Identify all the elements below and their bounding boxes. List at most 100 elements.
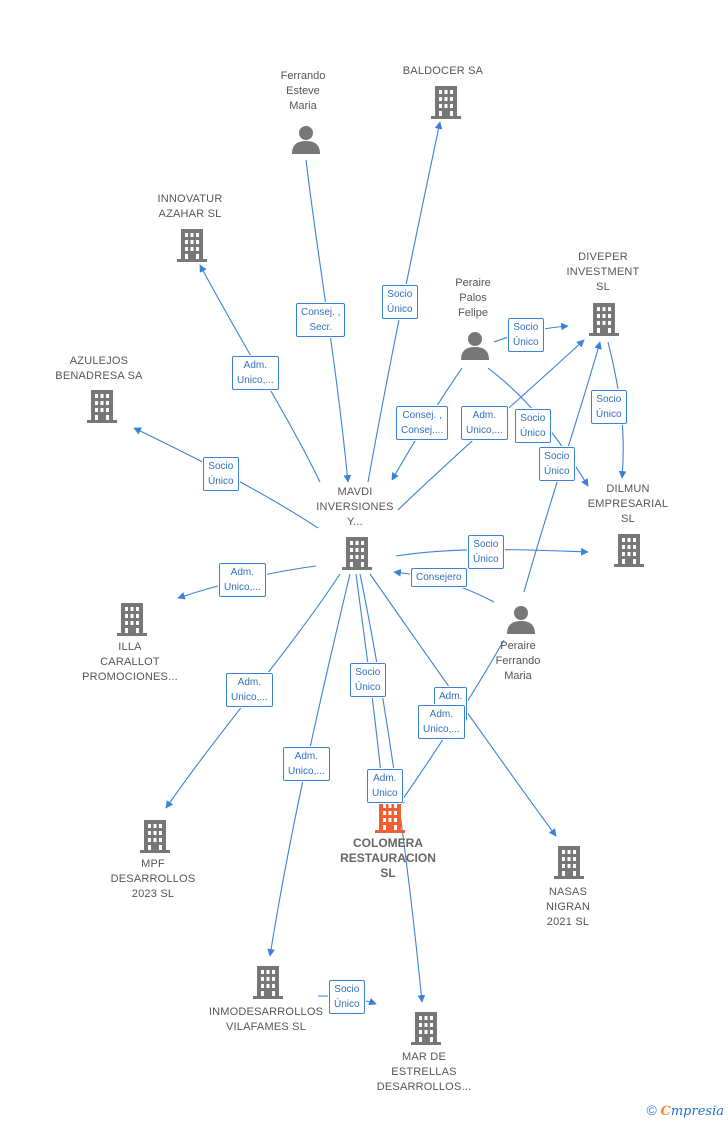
edge-label-line: Socio bbox=[544, 451, 570, 462]
node-line: INMODESARROLLOS bbox=[208, 1006, 324, 1018]
edge-label-socio-unico-diveper[interactable]: Socio Único bbox=[508, 318, 544, 352]
node-inmodesarrollos[interactable]: INMODESARROLLOS VILAFAMES SL bbox=[201, 1005, 331, 1035]
brand-logo-text: mpresia bbox=[670, 1104, 724, 1119]
node-line: Peraire bbox=[455, 277, 491, 289]
node-dilmun[interactable]: DILMUN EMPRESARIAL SL bbox=[563, 482, 693, 527]
node-line: EMPRESARIAL bbox=[587, 498, 669, 510]
node-ferrando[interactable]: Ferrando Esteve Maria bbox=[238, 69, 368, 114]
node-peraire-palos[interactable]: Peraire Palos Felipe bbox=[408, 276, 538, 321]
edge-label-adm-unico-inmodes[interactable]: Adm. Unico,... bbox=[283, 747, 330, 781]
node-line: MAR DE bbox=[402, 1051, 446, 1063]
node-colomera[interactable]: COLOMERA RESTAURACION SL bbox=[323, 836, 453, 881]
innovatur-building-icon bbox=[177, 229, 207, 262]
edge-label-line: Único bbox=[544, 466, 570, 477]
node-line: VILAFAMES SL bbox=[225, 1021, 307, 1033]
node-line: NASAS bbox=[548, 886, 588, 898]
node-line: Felipe bbox=[458, 307, 488, 319]
edge-label-line: Adm. bbox=[243, 360, 268, 371]
edge-label-adm-unico-mpf[interactable]: Adm. Unico,... bbox=[226, 673, 273, 707]
peraire-ferrando-person-icon bbox=[507, 606, 535, 634]
edge-label-adm-unico-innovatur[interactable]: Adm. Unico,... bbox=[232, 356, 279, 390]
edge-label-adm-unico-focus[interactable]: Adm. Unico bbox=[367, 769, 403, 803]
edge-label-socio-unico-colomera[interactable]: Socio Único bbox=[350, 663, 386, 697]
node-line: DESARROLLOS... bbox=[376, 1081, 472, 1093]
node-line: CARALLOT bbox=[100, 656, 160, 668]
edge-label-line: Adm. bbox=[439, 691, 463, 702]
node-line: NIGRAN bbox=[546, 901, 590, 913]
node-line: ILLA bbox=[118, 641, 142, 653]
node-mar-estrellas[interactable]: MAR DE ESTRELLAS DESARROLLOS... bbox=[359, 1050, 489, 1095]
node-line: Maria bbox=[504, 670, 532, 682]
node-line: Palos bbox=[459, 292, 487, 304]
edge-label-line: Unico,... bbox=[231, 692, 268, 703]
edge-label-line: Unico,... bbox=[224, 582, 261, 593]
edge-label-line: Consej. , bbox=[402, 410, 442, 421]
node-line: SL bbox=[596, 281, 610, 293]
node-peraire-ferrando[interactable]: Peraire Ferrando Maria bbox=[453, 639, 583, 684]
edge-label-consejero[interactable]: Consejero bbox=[411, 568, 467, 587]
edge-label-line: Unico,... bbox=[288, 766, 325, 777]
node-line: RESTAURACION bbox=[340, 851, 436, 865]
node-line: SL bbox=[380, 866, 396, 880]
brand-logo[interactable]: Cmpresia bbox=[661, 1104, 725, 1119]
edge-label-socio-unico-dilmun-a[interactable]: Socio Único bbox=[515, 409, 551, 443]
node-line: Ferrando bbox=[280, 70, 326, 82]
edge-label-consej-secr[interactable]: Consej. , Secr. bbox=[296, 303, 346, 337]
edge-label-line: Socio bbox=[208, 461, 234, 472]
edge-label-adm-unico-colomera[interactable]: Adm. Unico,... bbox=[418, 705, 465, 739]
edge-label-socio-unico-diveper-dilmun[interactable]: Socio Único bbox=[591, 390, 627, 424]
node-line: 2021 SL bbox=[546, 916, 590, 928]
edge-label-line: Único bbox=[473, 554, 499, 565]
node-line: Y... bbox=[347, 516, 363, 528]
node-azulejos[interactable]: AZULEJOS BENADRESA SA bbox=[34, 354, 164, 384]
edge-label-socio-unico-azulejos[interactable]: Socio Único bbox=[203, 457, 239, 491]
node-line: AZAHAR SL bbox=[158, 208, 222, 220]
node-line: COLOMERA bbox=[353, 836, 423, 850]
edge-label-line: Adm. bbox=[294, 751, 319, 762]
footer-brand: © Cmpresia bbox=[647, 1102, 724, 1119]
edge-label-socio-unico-inmo-mar[interactable]: Socio Único bbox=[329, 980, 365, 1014]
edge-label-adm-unico-illa[interactable]: Adm. Unico,... bbox=[219, 563, 266, 597]
node-baldocer[interactable]: BALDOCER SA bbox=[378, 64, 508, 79]
edge-label-line: Adm. bbox=[373, 773, 397, 784]
edge-label-line: Único bbox=[334, 999, 360, 1010]
node-line: SL bbox=[621, 513, 635, 525]
edge-label-line: Adm. bbox=[429, 709, 454, 720]
edge-label-line: Socio bbox=[596, 394, 622, 405]
edge-label-line: Socio bbox=[387, 289, 413, 300]
edge-label-line: Socio bbox=[513, 322, 539, 333]
ferrando-person-icon bbox=[292, 126, 320, 154]
node-line: PROMOCIONES... bbox=[82, 671, 178, 683]
edge-label-socio-unico-baldocer[interactable]: Socio Único bbox=[382, 285, 418, 319]
nasas-building-icon bbox=[554, 846, 584, 879]
dilmun-building-icon bbox=[614, 534, 644, 567]
node-line: AZULEJOS bbox=[69, 355, 129, 367]
node-line: DILMUN bbox=[606, 483, 650, 495]
node-nasas[interactable]: NASAS NIGRAN 2021 SL bbox=[503, 885, 633, 930]
edge-label-line: Adm. bbox=[237, 677, 262, 688]
inmodesarrollos-building-icon bbox=[253, 966, 283, 999]
peraire-palos-person-icon bbox=[461, 332, 489, 360]
edge-label-line: Secr. bbox=[309, 322, 333, 333]
edge-label-line: Socio bbox=[334, 984, 360, 995]
edge-label-socio-unico-dilmun-b[interactable]: Socio Único bbox=[539, 447, 575, 481]
node-diveper[interactable]: DIVEPER INVESTMENT SL bbox=[538, 250, 668, 295]
edge-label-line: Unico,... bbox=[423, 724, 460, 735]
edge-label-line: Consejero bbox=[416, 572, 462, 583]
node-line: Esteve bbox=[286, 85, 320, 97]
edge-label-consej-consej[interactable]: Consej. , Consej.... bbox=[396, 406, 449, 440]
node-line: DIVEPER bbox=[578, 251, 628, 263]
node-line: MPF bbox=[141, 858, 165, 870]
brand-logo-initial: C bbox=[660, 1104, 671, 1119]
node-line: 2023 SL bbox=[131, 888, 175, 900]
node-mpf[interactable]: MPF DESARROLLOS 2023 SL bbox=[88, 857, 218, 902]
node-mavdi[interactable]: MAVDI INVERSIONES Y... bbox=[290, 485, 420, 530]
node-line: INNOVATUR bbox=[157, 193, 223, 205]
edge-label-socio-unico-mavdi-dilmun[interactable]: Socio Único bbox=[468, 535, 504, 569]
edge-label-adm-unico-mavdi-diveper[interactable]: Adm. Unico,... bbox=[461, 406, 508, 440]
edge-label-line: Consej. , bbox=[301, 307, 341, 318]
node-innovatur[interactable]: INNOVATUR AZAHAR SL bbox=[125, 192, 255, 222]
node-illa[interactable]: ILLA CARALLOT PROMOCIONES... bbox=[65, 640, 195, 685]
edge-label-line: Único bbox=[520, 428, 546, 439]
